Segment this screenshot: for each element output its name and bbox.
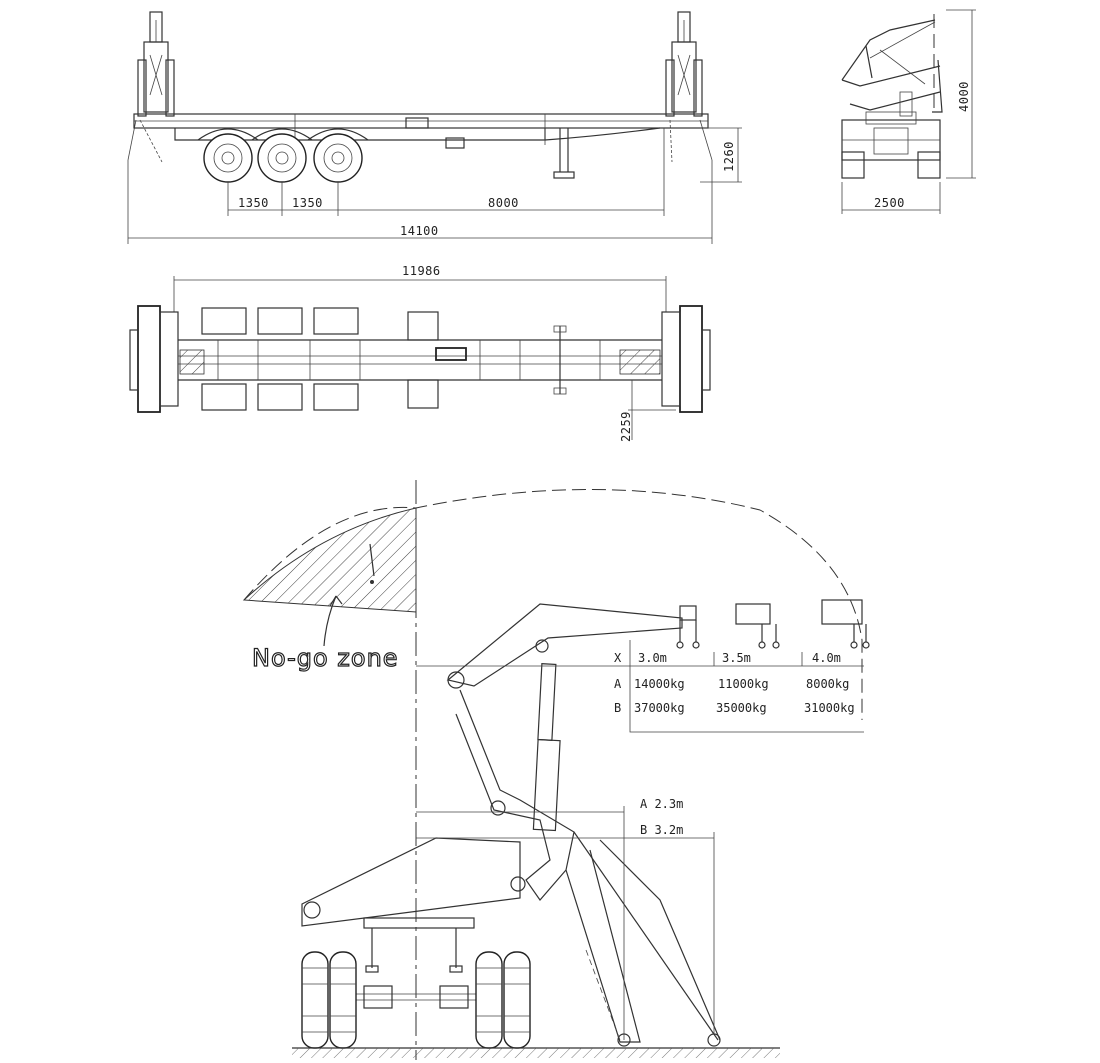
side-view-rear-crane (665, 11, 713, 163)
capacity-b-2: 35000kg (716, 701, 767, 715)
capacity-a-2: 11000kg (718, 677, 769, 691)
dim-outrigger: 2259 (619, 411, 633, 442)
row-label-x: X (614, 651, 622, 665)
side-view-dimensions: 1350 1350 8000 14100 1260 (127, 127, 742, 244)
dim-axle-spacing-2: 1350 (292, 196, 323, 210)
lift-diagram: No-go zone (242, 480, 870, 1060)
capacity-b-3: 31000kg (804, 701, 855, 715)
no-go-zone (242, 507, 417, 613)
outrigger-b: B 3.2m (640, 823, 683, 837)
dim-deck-height: 1260 (722, 141, 736, 172)
side-view-wheels (197, 128, 369, 183)
reach-1: 3.0m (638, 651, 667, 665)
side-view: 1350 1350 8000 14100 1260 (127, 11, 742, 244)
dim-height: 4000 (957, 81, 971, 112)
row-label-b: B (614, 701, 621, 715)
spreader-hooks (676, 599, 870, 649)
dim-crane-spacing: 11986 (402, 264, 441, 278)
dim-axle-spacing-1: 1350 (238, 196, 269, 210)
dim-width: 2500 (874, 196, 905, 210)
outrigger-a: A 2.3m (640, 797, 683, 811)
side-view-front-crane (127, 11, 175, 163)
reach-2: 3.5m (722, 651, 751, 665)
swing-arc (243, 489, 863, 720)
top-view: 11986 (129, 264, 711, 442)
dim-overall-length: 14100 (400, 224, 439, 238)
row-label-a: A (614, 677, 622, 691)
capacity-b-1: 37000kg (634, 701, 685, 715)
end-view: 4000 2500 (841, 9, 976, 214)
dim-rear-to-kingpin: 8000 (488, 196, 519, 210)
capacity-a-1: 14000kg (634, 677, 685, 691)
capacity-a-3: 8000kg (806, 677, 849, 691)
reach-3: 4.0m (812, 651, 841, 665)
no-go-label: No-go zone (252, 644, 399, 672)
side-view-chassis (133, 113, 709, 179)
